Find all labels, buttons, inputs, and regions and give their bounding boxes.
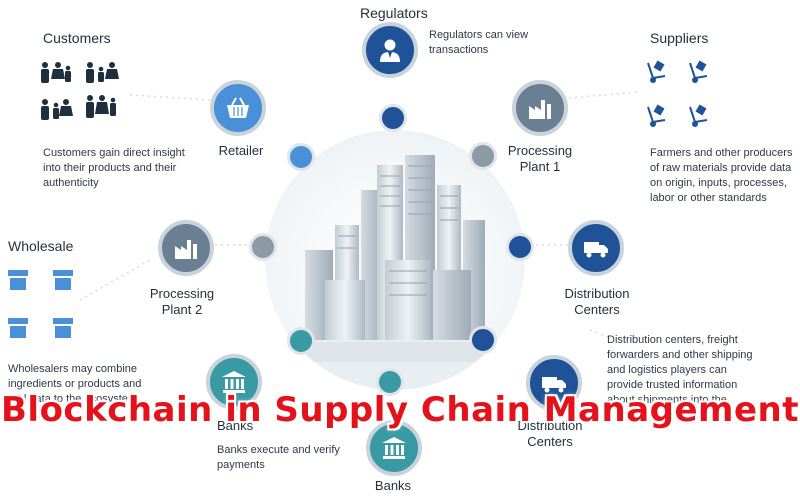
node-dot-lower-left (287, 327, 315, 355)
suppliers-description: Farmers and other producers of raw mater… (650, 147, 793, 204)
factory-icon (175, 240, 197, 259)
headline-title: Blockchain in Supply Chain Management (1, 390, 799, 430)
truck-icon (584, 242, 608, 258)
regulators-description: Regulators can view transactions (429, 29, 529, 56)
regulators-heading: Regulators (360, 5, 428, 21)
banks-left-label: Banks (217, 418, 254, 433)
hand-truck-icon (647, 60, 708, 127)
banks-bottom-node (366, 420, 422, 476)
regulator-person-icon (380, 39, 400, 62)
customers-description: Customers gain direct insight into their… (43, 147, 185, 189)
storefront-icon (8, 270, 73, 338)
family-icon (41, 62, 119, 120)
node-dot-bottom (376, 368, 404, 396)
processing-plant-1-node (512, 80, 568, 136)
suppliers-heading: Suppliers (650, 30, 709, 46)
processing-plant-2-label: Processing Plant 2 (149, 286, 215, 317)
truck-icon (542, 377, 566, 393)
factory-icon (529, 100, 551, 119)
customers-heading: Customers (43, 30, 111, 46)
retailer-label: Retailer (218, 143, 264, 158)
basket-icon (227, 97, 249, 118)
banks-left-node (206, 354, 262, 410)
regulators-node (362, 22, 418, 78)
retailer-node (210, 80, 266, 136)
bank-icon (222, 371, 246, 393)
wholesale-heading: Wholesale (8, 238, 74, 254)
node-dot-lower-right (469, 326, 497, 354)
wholesale-description: Wholesalers may combine ingredients or p… (8, 363, 142, 405)
distribution-centers-2-node (526, 355, 582, 411)
node-dot-upper-left (287, 143, 315, 171)
banks-bottom-label: Banks (374, 478, 412, 493)
distribution-centers-2-label: Distribution Centers (517, 418, 583, 449)
banks-left-description: Banks execute and verify payments (217, 444, 340, 471)
processing-plant-2-node (158, 220, 214, 276)
node-dot-left (249, 233, 277, 261)
node-dot-right (506, 233, 534, 261)
processing-plant-1-label: Processing Plant 1 (507, 143, 573, 174)
node-dot-upper-right (469, 142, 497, 170)
bank-icon (382, 437, 406, 459)
distribution-centers-1-node (568, 220, 624, 276)
node-dot-top (379, 104, 407, 132)
distribution-centers-1-label: Distribution Centers (564, 286, 630, 317)
distribution-centers-2-description: Distribution centers, freight forwarders… (607, 334, 753, 406)
